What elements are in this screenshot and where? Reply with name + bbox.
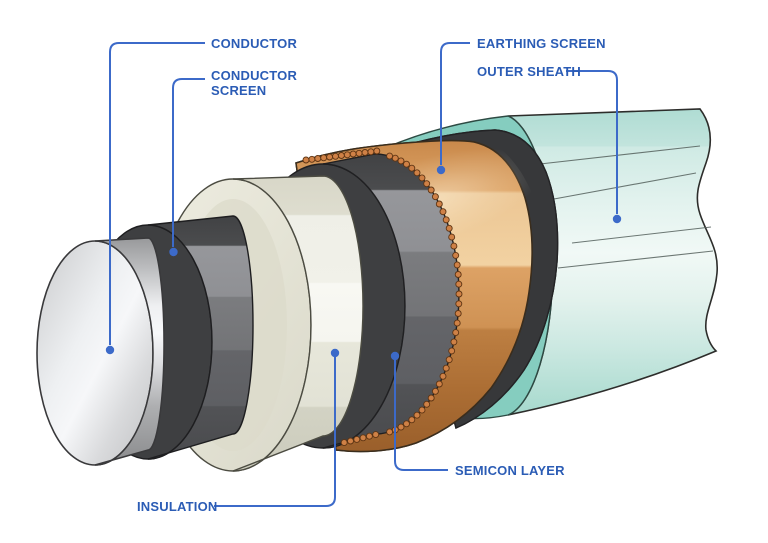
- wire-end-dot: [308, 155, 316, 163]
- label-earthing-screen: EARTHING SCREEN: [477, 36, 606, 51]
- leader-lines: [105, 42, 622, 507]
- wire-end-dot: [435, 200, 443, 208]
- wire-end-dot: [347, 437, 354, 445]
- leader-dot-earthing-screen: [436, 165, 446, 175]
- copper-wire-end-dots: [302, 147, 463, 447]
- leader-dot-insulation: [330, 348, 340, 358]
- leader-insulation: [214, 357, 336, 507]
- wire-end-dot: [337, 152, 345, 159]
- wire-end-dot: [403, 160, 410, 168]
- wire-end-dot: [455, 280, 463, 288]
- wire-end-dot: [408, 164, 416, 172]
- wire-end-dot: [442, 364, 450, 372]
- wire-end-dot: [454, 310, 462, 317]
- wire-end-dot: [455, 300, 463, 308]
- wire-end-dot: [418, 406, 426, 414]
- leader-dot-outer-sheath: [612, 214, 622, 224]
- wire-end-dot: [314, 155, 322, 162]
- label-conductor: CONDUCTOR: [211, 36, 298, 51]
- leader-outer-sheath: [566, 70, 618, 214]
- wire-end-dot: [450, 338, 458, 346]
- wire-end-dot: [448, 233, 456, 241]
- sheath-seam-lines: [539, 145, 714, 269]
- wire-end-dot: [454, 271, 462, 278]
- leader-earthing-screen: [440, 42, 470, 165]
- conductor-layer: [36, 237, 165, 466]
- leader-conductor-screen: [172, 78, 205, 247]
- wire-end-dot: [397, 423, 405, 431]
- wire-end-dot: [435, 380, 443, 388]
- wire-end-dot: [448, 347, 456, 355]
- leader-conductor: [109, 42, 205, 345]
- wire-end-dot: [431, 387, 439, 395]
- wire-end-dot: [427, 394, 435, 402]
- wire-end-dot: [353, 435, 361, 443]
- wire-end-dot: [340, 439, 348, 447]
- wire-end-dot: [431, 193, 439, 201]
- label-outer-sheath: OUTER SHEATH: [477, 64, 581, 79]
- label-conductor-screen: CONDUCTOR SCREEN: [211, 68, 298, 98]
- wire-end-dot: [455, 290, 463, 298]
- wire-end-dot: [397, 157, 405, 165]
- wire-end-dot: [439, 372, 447, 380]
- wire-end-dot: [391, 154, 399, 162]
- wire-end-dot: [403, 420, 410, 428]
- wire-end-dot: [326, 153, 334, 161]
- wire-end-dot: [418, 174, 426, 182]
- wire-end-dot: [452, 329, 460, 337]
- wire-end-dot: [423, 400, 431, 408]
- wire-end-dot: [373, 147, 381, 155]
- wire-end-dot: [359, 434, 367, 442]
- conductor-body: [94, 237, 165, 466]
- wire-end-dot: [367, 148, 375, 156]
- wire-end-dot: [320, 154, 328, 162]
- leader-dot-conductor-screen: [169, 247, 178, 257]
- leader-semicon-layer: [394, 360, 448, 471]
- wire-end-dot: [361, 149, 369, 156]
- wire-end-dot: [442, 216, 450, 224]
- wire-end-dot: [386, 428, 394, 436]
- insulation-body: [232, 175, 364, 472]
- wire-end-dot: [343, 151, 351, 159]
- wire-end-dot: [386, 152, 394, 160]
- wire-end-dot: [453, 261, 461, 269]
- wire-end-dot: [452, 251, 460, 259]
- wire-end-dot: [408, 416, 416, 424]
- wire-end-dot: [302, 156, 310, 164]
- wire-end-dot: [372, 431, 380, 439]
- wire-end-dot: [413, 169, 421, 177]
- wire-end-dot: [445, 224, 453, 232]
- wire-end-dot: [355, 149, 363, 157]
- wire-end-dot: [450, 242, 458, 250]
- label-semicon-layer: SEMICON LAYER: [455, 463, 565, 478]
- wire-end-dot: [423, 180, 431, 188]
- wire-end-dot: [445, 356, 453, 364]
- wire-end-dot: [453, 319, 461, 327]
- wire-end-dot: [439, 208, 447, 216]
- leader-dot-semicon-layer: [390, 351, 400, 361]
- wire-end-dot: [365, 432, 373, 440]
- wire-end-dot: [332, 152, 339, 160]
- wire-end-dot: [413, 411, 421, 419]
- wire-end-dot: [427, 186, 435, 194]
- conductor-screen-body: [147, 215, 254, 460]
- wire-end-dot: [349, 150, 357, 158]
- label-insulation: INSULATION: [137, 499, 218, 514]
- leader-dot-conductor: [105, 345, 115, 355]
